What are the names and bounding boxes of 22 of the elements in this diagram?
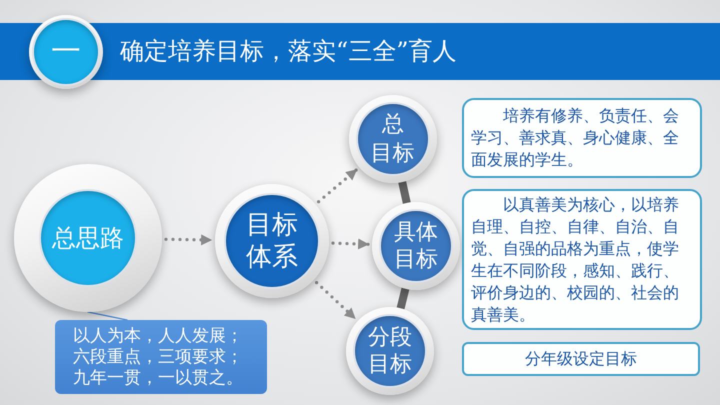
connector-bar <box>396 288 410 310</box>
dotted-arrow <box>331 238 370 250</box>
description-card <box>462 189 702 330</box>
node-label: 具体目标 <box>393 219 439 273</box>
callout-text: 以人为本，人人发展；六段重点，三项要求；九年一贯，一以贯之。 <box>73 326 244 388</box>
section-number: 一 <box>51 37 81 67</box>
node-label: 总思路 <box>52 223 124 253</box>
dotted-arrow <box>317 168 358 204</box>
leader-line <box>87 311 128 321</box>
description-card <box>462 98 702 178</box>
description-text: 培养有修养、负责任、会学习、善求真、身心健康、全面发展的学生。 <box>471 105 680 171</box>
connector-bar <box>398 181 411 204</box>
node-label: 总目标 <box>370 111 416 168</box>
description-card <box>462 342 700 376</box>
description-text: 以真善美为核心，以培养自理、自控、自律、自治、自觉、自强的品格为重点，使学生在不同阶段，感知、践行、评价身边的、校园的、社会的真善美。 <box>471 194 680 326</box>
slide-title: 确定培养目标，落实“三全”育人 <box>120 37 457 66</box>
description-text: 分年级设定目标 <box>525 348 637 370</box>
callout-box <box>55 320 267 394</box>
node-label: 目标体系 <box>245 209 299 273</box>
dotted-arrow <box>164 234 213 246</box>
dotted-arrow <box>315 281 356 320</box>
node-label: 分段目标 <box>367 324 413 378</box>
